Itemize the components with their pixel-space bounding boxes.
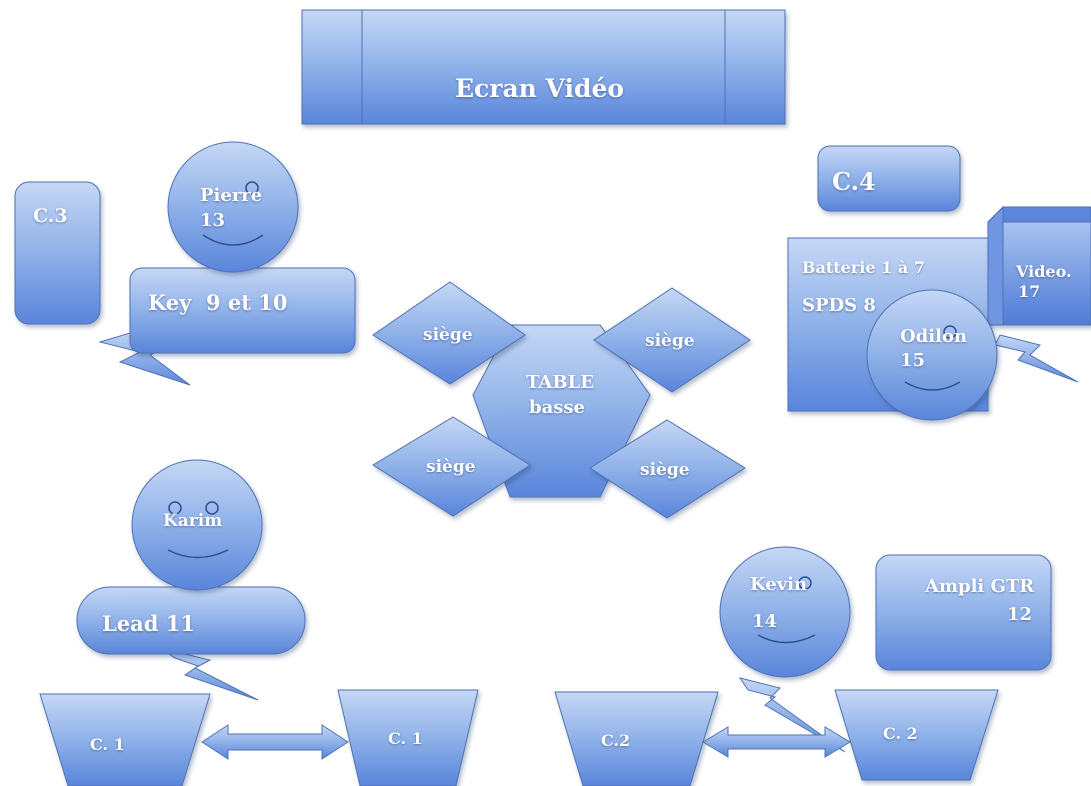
video-screen	[301, 9, 786, 125]
chair-c3-label: C.3	[33, 205, 68, 227]
seat-bl-label: siège	[426, 457, 476, 477]
chair-c1-right-label: C. 1	[388, 729, 423, 748]
karim-name: Karim	[163, 511, 223, 531]
odilon-name: Odilon	[900, 326, 968, 347]
chair-c3	[14, 181, 101, 325]
double-arrow-c2	[702, 726, 851, 758]
video-line1: Video.	[1016, 262, 1072, 281]
odilon-number: 15	[900, 350, 926, 371]
chair-c2-right-label: C. 2	[883, 724, 918, 743]
table-line1: TABLE	[526, 372, 594, 393]
kevin-face	[719, 546, 851, 678]
chair-c4-label: C.4	[832, 167, 876, 196]
coffee-table	[472, 324, 651, 498]
double-arrow-c1	[201, 724, 349, 760]
kevin-number: 14	[752, 611, 778, 632]
keys-label: Key 9 et 10	[148, 290, 288, 315]
pierre-face	[167, 141, 299, 273]
karim-face	[131, 459, 263, 591]
amp-box	[875, 554, 1052, 671]
lead-label: Lead 11	[102, 611, 195, 636]
screen-title: Ecran Vidéo	[455, 74, 625, 103]
amp-line2: 12	[1007, 604, 1033, 625]
seat-top-left	[372, 281, 526, 385]
kevin-name: Kevin	[750, 574, 808, 595]
drums-line1: Batterie 1 à 7	[802, 258, 925, 277]
odilon-face	[866, 289, 998, 421]
seat-br-label: siège	[640, 460, 690, 480]
chair-c2-left	[554, 691, 719, 786]
table-line2: basse	[529, 397, 585, 418]
seat-tr-label: siège	[645, 331, 695, 351]
chair-c1-right	[337, 689, 479, 786]
seat-bottom-left	[372, 416, 531, 517]
pierre-name: Pierre	[200, 185, 263, 206]
seat-bottom-right	[589, 419, 746, 519]
chair-c2-left-label: C.2	[601, 731, 631, 750]
amp-line1: Ampli GTR	[925, 576, 1035, 597]
chair-c2-right	[834, 689, 999, 781]
video-cube	[987, 205, 1091, 326]
chair-c1-left	[39, 693, 211, 786]
kevin-callout-bolt	[738, 677, 846, 753]
drums-line2: SPDS 8	[802, 295, 876, 316]
chair-c1-left-label: C. 1	[90, 735, 125, 754]
seat-tl-label: siège	[423, 325, 473, 345]
pierre-number: 13	[200, 210, 226, 231]
chair-c4	[817, 145, 961, 212]
karim-callout-bolt	[159, 647, 259, 701]
odilon-callout-bolt	[994, 334, 1079, 383]
video-line2: 17	[1018, 282, 1041, 301]
seat-top-right	[593, 287, 751, 393]
